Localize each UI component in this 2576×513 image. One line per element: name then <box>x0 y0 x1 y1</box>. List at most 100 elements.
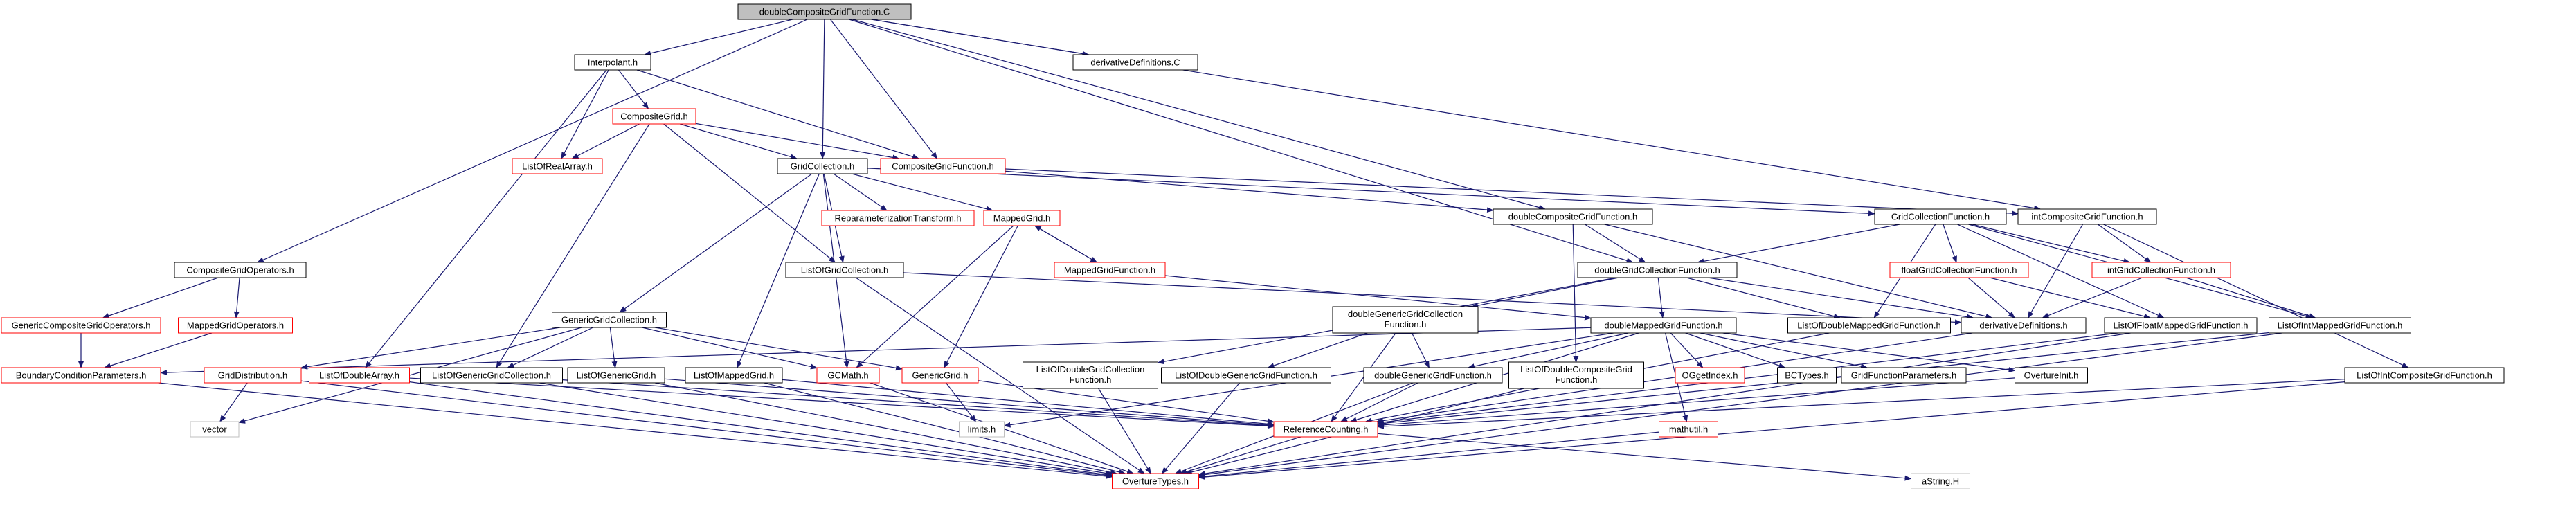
edge-root-to-compositegridoperators <box>256 19 808 263</box>
node-interpolant[interactable]: Interpolant.h <box>574 54 651 71</box>
node-intcompositegridfunction[interactable]: intCompositeGridFunction.h <box>2017 208 2157 225</box>
node-label: OGgetIndex.h <box>1682 370 1738 381</box>
node-label: intGridCollectionFunction.h <box>2107 265 2215 276</box>
node-mappedgrid[interactable]: MappedGrid.h <box>983 210 1061 226</box>
node-derivdefC[interactable]: derivativeDefinitions.C <box>1072 54 1198 71</box>
node-overturetypes[interactable]: OvertureTypes.h <box>1112 473 1199 489</box>
node-listofintmappedgridfunction[interactable]: ListOfIntMappedGridFunction.h <box>2269 317 2411 334</box>
node-box <box>1659 421 1718 438</box>
node-box <box>901 367 979 384</box>
edge-genericgridcollection-to-gcmath <box>642 327 818 370</box>
node-intgridcollectionfunction[interactable]: intGridCollectionFunction.h <box>2091 262 2231 278</box>
edge-root-to-doublecompositegridfunction <box>852 19 1546 210</box>
edge-mappedgridfunction-to-mappedgrid <box>1034 225 1097 263</box>
node-gridcollection[interactable]: GridCollection.h <box>777 158 868 174</box>
node-mappedgridfunction[interactable]: MappedGridFunction.h <box>1054 262 1166 278</box>
node-listofdoublemappedgridfunction[interactable]: ListOfDoubleMappedGridFunction.h <box>1787 317 1951 334</box>
edge-gridcollectionfunction-to-floatgridcollectionfunction <box>1943 224 1957 263</box>
edge-genericgridcollection-to-vector <box>238 327 582 424</box>
node-label: GCMath.h <box>827 370 868 381</box>
node-compositegridfunction[interactable]: CompositeGridFunction.h <box>880 158 1006 174</box>
node-listofdoublegenericgridfunction[interactable]: ListOfDoubleGenericGridFunction.h <box>1161 367 1331 384</box>
node-listofrealarray[interactable]: ListOfRealArray.h <box>512 158 603 174</box>
node-mathutil[interactable]: mathutil.h <box>1659 421 1718 438</box>
node-gridcollectionfunction[interactable]: GridCollectionFunction.h <box>1874 208 2007 225</box>
edge-listofgridcollection-to-overturetypes <box>855 277 1145 474</box>
node-genericcompositegridoperators[interactable]: GenericCompositeGridOperators.h <box>1 317 161 334</box>
edge-doublegenericgridcollectionfunction-to-listofdoublegenericgridfunction <box>1267 332 1368 368</box>
node-doublecompositegridfunction[interactable]: doubleCompositeGridFunction.h <box>1493 208 1653 225</box>
edge-compositegrid-to-listofgenericgridcollection <box>496 123 650 368</box>
node-label: GridDistribution.h <box>218 370 287 381</box>
node-listofintcompositegridfunction[interactable]: ListOfIntCompositeGridFunction.h <box>2344 367 2505 384</box>
node-listofmappedgrid[interactable]: ListOfMappedGrid.h <box>685 367 783 384</box>
node-mappedgridoperators[interactable]: MappedGridOperators.h <box>178 317 293 334</box>
edge-intgridcollectionfunction-to-derivdefh <box>2042 277 2143 318</box>
node-gcmath[interactable]: GCMath.h <box>816 367 880 384</box>
node-compositegrid[interactable]: CompositeGrid.h <box>612 108 696 125</box>
node-ogetindex[interactable]: OGgetIndex.h <box>1675 367 1745 384</box>
node-listofdoublearray[interactable]: ListOfDoubleArray.h <box>309 367 410 384</box>
node-box <box>816 367 880 384</box>
edge-gridcollectionfunction-to-doublegridcollectionfunction <box>1697 224 1900 264</box>
node-doublemappedgridfunction[interactable]: doubleMappedGridFunction.h <box>1590 317 1737 334</box>
node-referencecounting[interactable]: ReferenceCounting.h <box>1273 421 1378 438</box>
node-box <box>612 108 696 125</box>
node-label: Interpolant.h <box>588 57 638 68</box>
node-box <box>2017 208 2157 225</box>
node-box <box>880 158 1006 174</box>
edge-compositegrid-to-listofrealarray <box>571 123 640 159</box>
node-label: ListOfRealArray.h <box>522 161 593 172</box>
node-box <box>1054 262 1166 278</box>
node-gridfunctionparameters[interactable]: GridFunctionParameters.h <box>1841 367 1967 384</box>
node-box <box>1911 473 1970 489</box>
edge-intcompositegridfunction-to-derivdefh <box>2027 224 2084 318</box>
node-vector[interactable]: vector <box>190 421 240 438</box>
node-compositegridoperators[interactable]: CompositeGridOperators.h <box>174 262 307 278</box>
node-box <box>785 262 904 278</box>
edge-griddistribution-to-vector <box>219 382 248 422</box>
edge-interpolant-to-compositegrid <box>618 69 649 109</box>
edge-doublemappedgridfunction-to-bctypes <box>1685 332 1786 368</box>
edge-listofgenericgrid-to-referencecounting <box>664 378 1275 428</box>
node-label: vector <box>202 424 227 435</box>
node-label: ListOfMappedGrid.h <box>694 370 774 381</box>
node-box <box>1072 54 1198 71</box>
edge-floatgridcollectionfunction-to-listoffloatmappedgridfunction <box>1989 277 2151 319</box>
node-genericgrid[interactable]: GenericGrid.h <box>901 367 979 384</box>
node-listofgenericgridcollection[interactable]: ListOfGenericGridCollection.h <box>420 367 563 384</box>
node-bctypes[interactable]: BCTypes.h <box>1777 367 1837 384</box>
node-limits[interactable]: limits.h <box>959 421 1005 438</box>
node-listoffloatmappedgridfunction[interactable]: ListOfFloatMappedGridFunction.h <box>2104 317 2258 334</box>
node-box <box>1493 208 1653 225</box>
node-box <box>190 421 240 438</box>
edge-derivdefh-to-referencecounting <box>1376 332 1973 424</box>
node-doublegridcollectionfunction[interactable]: doubleGridCollectionFunction.h <box>1577 262 1738 278</box>
node-label: CompositeGridFunction.h <box>892 161 993 172</box>
node-label: CompositeGridOperators.h <box>186 265 294 276</box>
node-label-line: Function.h <box>1556 375 1598 385</box>
node-derivdefh[interactable]: derivativeDefinitions.h <box>1961 317 2087 334</box>
node-box <box>1874 208 2007 225</box>
node-root[interactable]: doubleCompositeGridFunction.C <box>737 3 912 20</box>
node-box <box>1508 361 1644 389</box>
edge-doublegridcollectionfunction-to-derivdefh <box>1707 277 1974 320</box>
node-doublegenericgridfunction[interactable]: doubleGenericGridFunction.h <box>1363 367 1503 384</box>
node-listofgenericgrid[interactable]: ListOfGenericGrid.h <box>567 367 665 384</box>
node-label: doubleMappedGridFunction.h <box>1604 321 1722 331</box>
node-reparam[interactable]: ReparameterizationTransform.h <box>821 210 975 226</box>
node-griddistribution[interactable]: GridDistribution.h <box>204 367 302 384</box>
edge-boundaryconditionparameters-to-overturetypes <box>158 382 1113 479</box>
node-floatgridcollectionfunction[interactable]: floatGridCollectionFunction.h <box>1889 262 2029 278</box>
node-overtureinit[interactable]: OvertureInit.h <box>2015 367 2088 384</box>
node-genericgridcollection[interactable]: GenericGridCollection.h <box>552 312 667 328</box>
node-label: ListOfDoubleMappedGridFunction.h <box>1797 321 1940 331</box>
node-astring[interactable]: aString.H <box>1911 473 1970 489</box>
node-boundaryconditionparameters[interactable]: BoundaryConditionParameters.h <box>1 367 161 384</box>
node-listofgridcollection[interactable]: ListOfGridCollection.h <box>785 262 904 278</box>
edge-compositegridfunction-to-doublecompositegridfunction <box>1005 170 1494 213</box>
